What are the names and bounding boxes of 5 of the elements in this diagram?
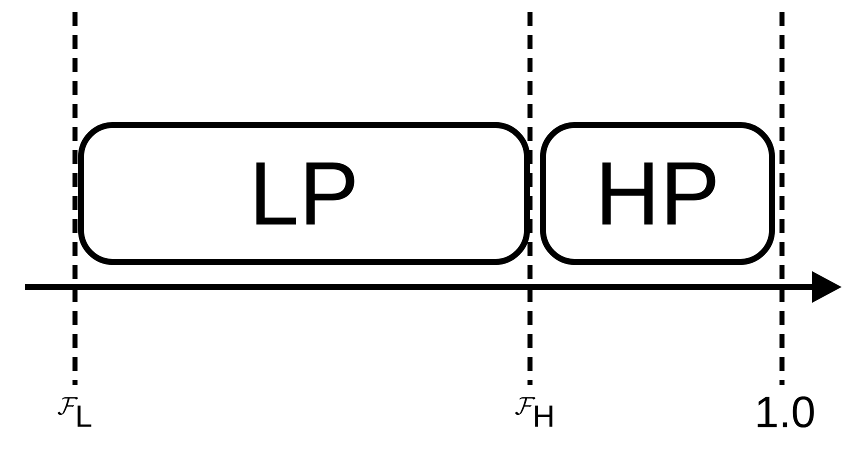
axis-label: $\mathcal{F}_\mathrm{H}$ <box>515 397 552 427</box>
axis-label: $\mathcal{F}_\mathrm{L}$ <box>58 397 92 427</box>
box: HP <box>540 122 775 265</box>
axis-label: 1.0 <box>758 396 814 428</box>
box: LP <box>78 122 530 265</box>
